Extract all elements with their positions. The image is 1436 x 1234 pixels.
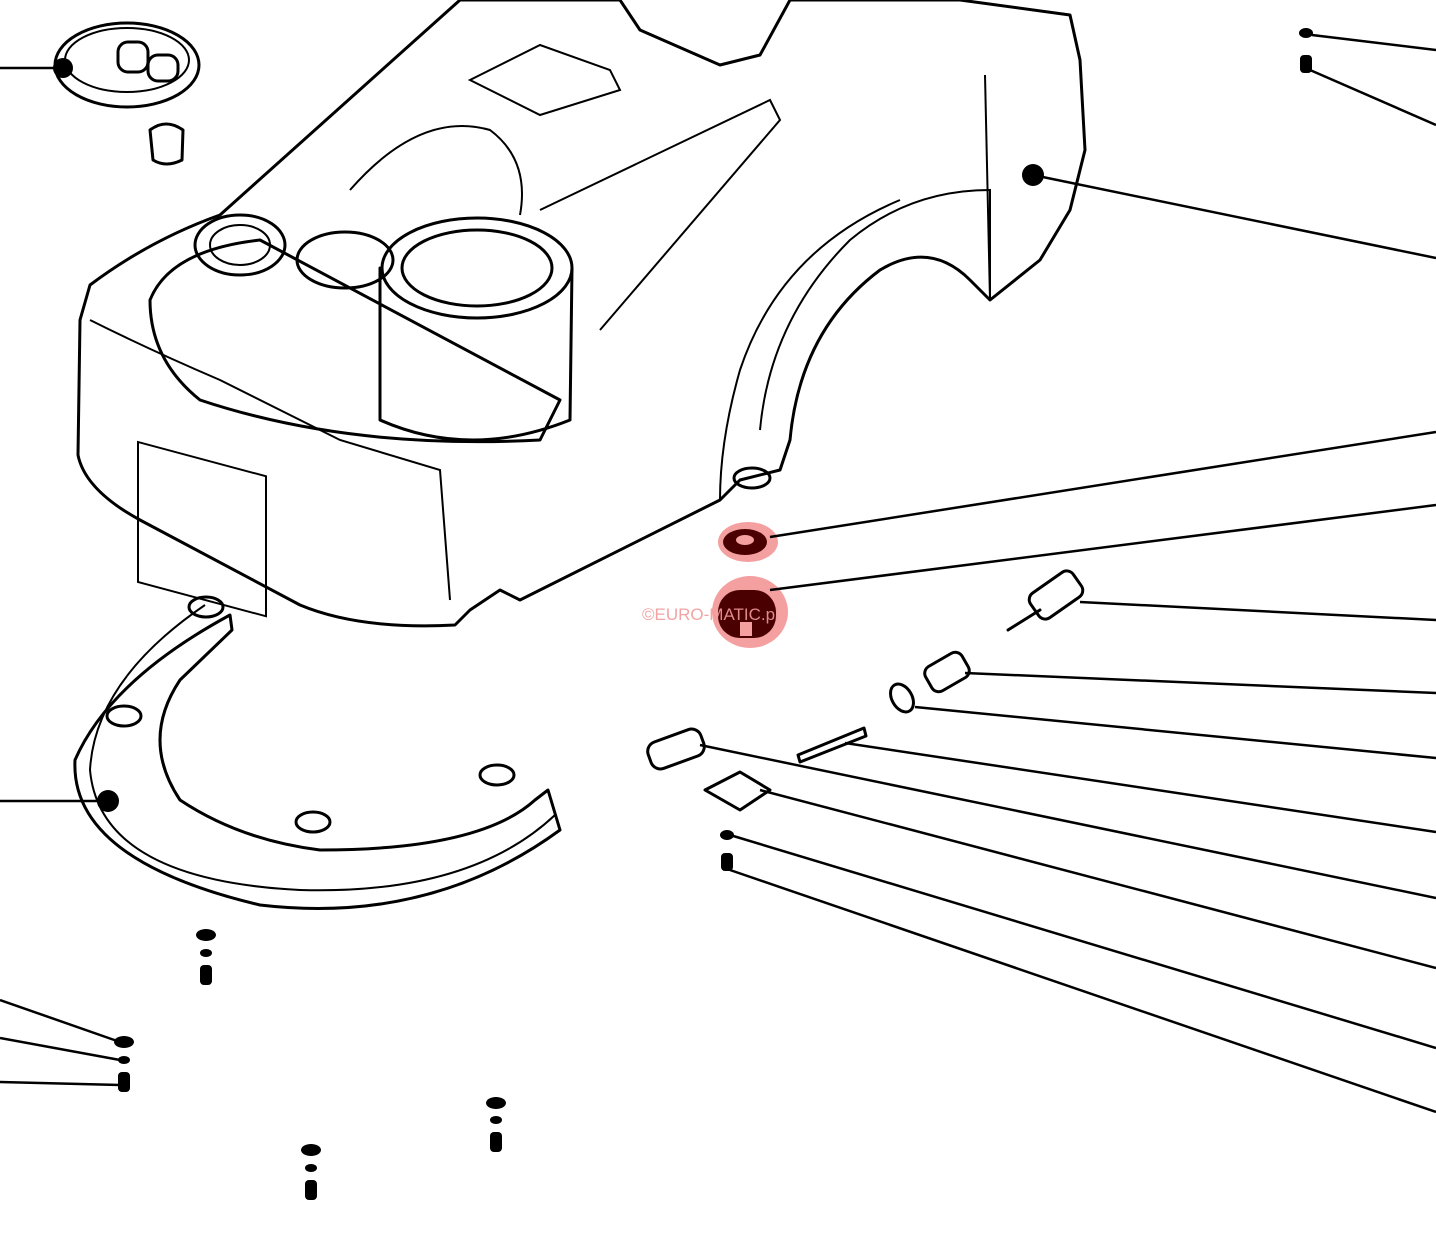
highlighted-parts	[712, 522, 788, 648]
watermark: ©EURO-MATIC.pl	[642, 605, 779, 624]
top-left-cap-part	[53, 21, 201, 166]
leader-lines	[0, 33, 1436, 1114]
base-ring-part	[73, 595, 562, 910]
small-parts	[114, 28, 1313, 1200]
main-body-housing	[76, 0, 1087, 628]
